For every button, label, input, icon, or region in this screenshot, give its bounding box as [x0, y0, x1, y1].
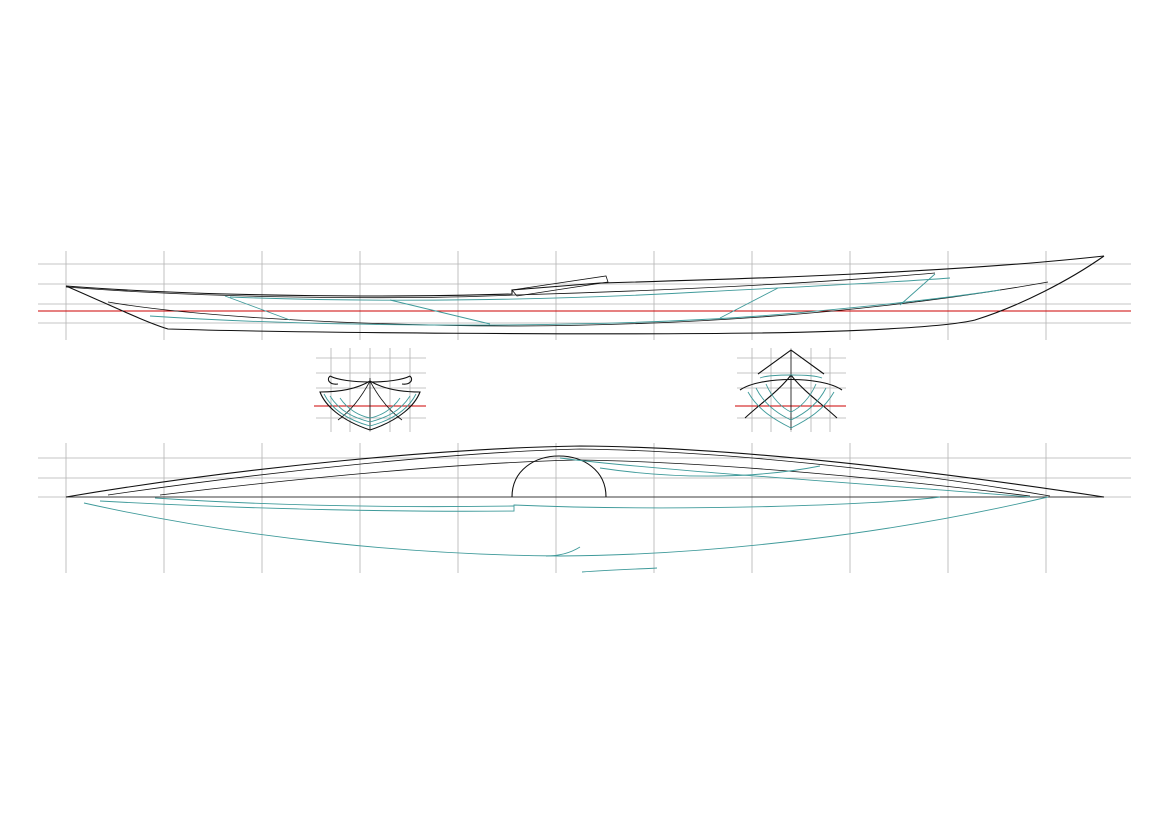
body-plan-fwd-station-4 — [759, 374, 823, 379]
profile-buttock-line-2 — [389, 299, 491, 325]
profile-keel-line — [65, 255, 1105, 335]
body-plan-fwd-section-left — [744, 374, 792, 419]
body-plan-fwd-section-right — [790, 374, 838, 419]
body-plan-aft-station-2 — [329, 395, 411, 423]
half-breadth-cockpit — [511, 455, 607, 498]
body-plan-aft-section-right — [369, 380, 421, 431]
half-breadth-waterline-3 — [154, 497, 515, 508]
body-plan-aft-inner-right — [369, 380, 403, 421]
profile-waterline-2 — [229, 277, 951, 301]
half-breadth-fragment-2 — [581, 567, 658, 573]
half-breadth-buttock-2 — [599, 465, 821, 477]
body-plan-fwd — [735, 348, 846, 432]
body-plan-aft-station-1 — [323, 393, 417, 427]
profile-buttock-line-3 — [719, 287, 779, 319]
profile-deck-line — [65, 272, 936, 299]
profile-buttock-line-1 — [224, 295, 291, 321]
profile-grid — [38, 251, 1131, 340]
half-breadth-view — [38, 443, 1131, 573]
half-breadth-deck-line — [107, 448, 1051, 497]
half-breadth-fragment-1 — [545, 546, 581, 557]
body-plan-aft-sheer-curl-right — [401, 375, 413, 385]
body-plan-aft-section-left — [319, 380, 371, 431]
half-breadth-waterline-1 — [83, 496, 1049, 557]
profile-sheer-line — [65, 255, 1105, 297]
body-plan-aft — [314, 348, 426, 432]
body-plan-fwd-station-1 — [747, 391, 835, 429]
profile-cockpit-coaming — [511, 275, 609, 297]
body-plan-aft-sheer-curl-left — [327, 375, 339, 385]
half-breadth-sheer-line — [65, 445, 1105, 498]
profile-chine-line — [107, 281, 1049, 327]
profile-view — [38, 251, 1131, 340]
profile-waterline-1 — [149, 289, 1001, 326]
body-plan-fwd-station-3 — [765, 383, 817, 413]
body-plan-aft-inner-left — [337, 380, 371, 421]
body-plan-aft-grid — [316, 348, 426, 432]
half-breadth-waterline-2 — [99, 496, 941, 512]
body-plan-aft-station-3 — [339, 397, 401, 419]
body-plan-fwd-station-2 — [755, 387, 827, 421]
half-breadth-buttock-1 — [559, 457, 1031, 498]
half-breadth-grid — [38, 443, 1131, 573]
